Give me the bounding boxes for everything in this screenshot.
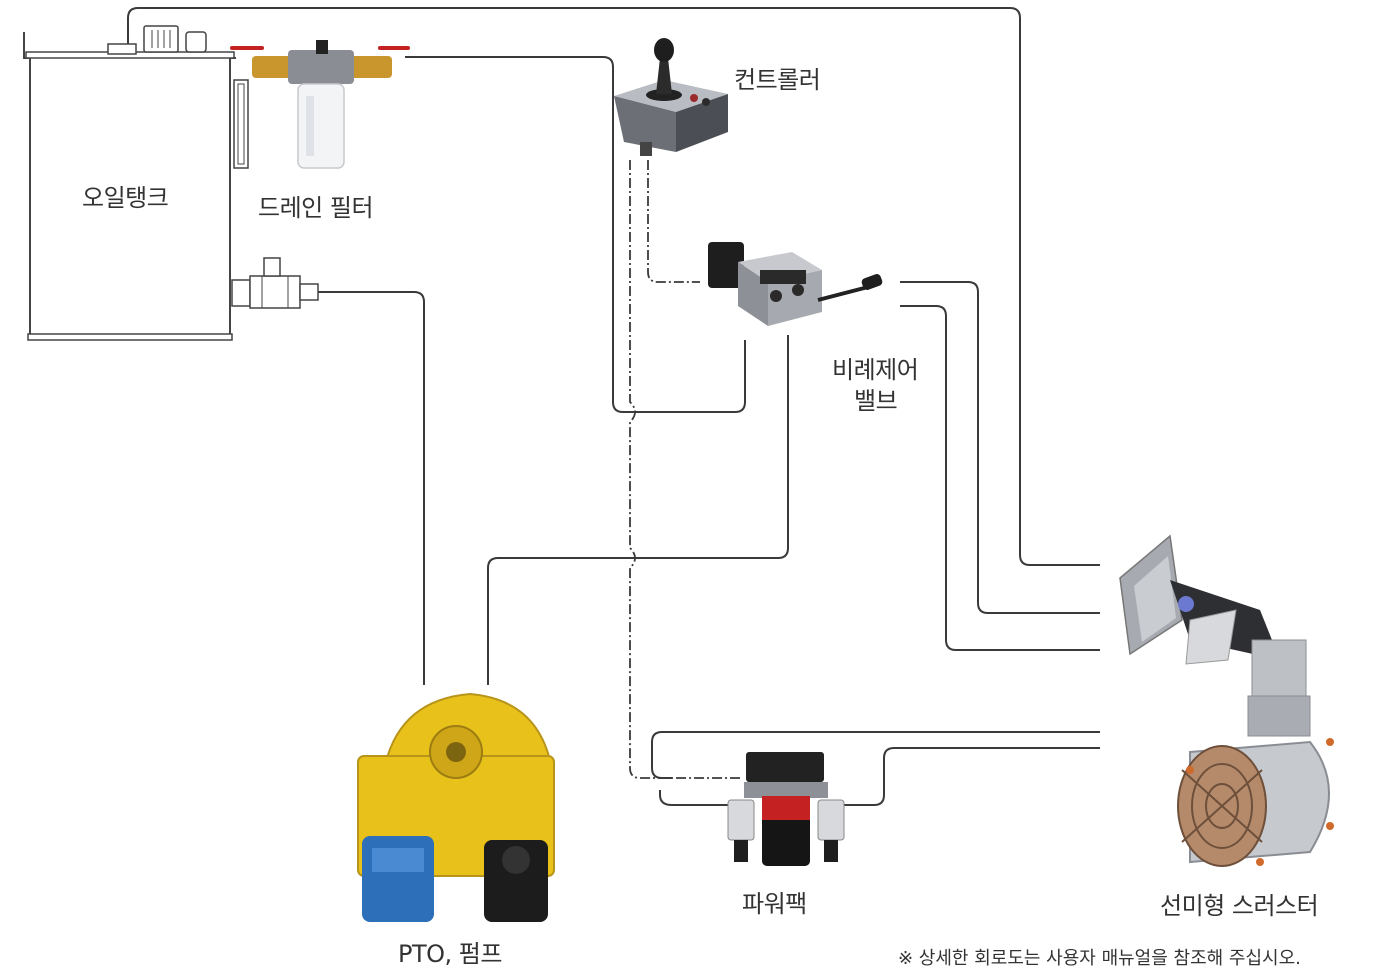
signal-controller-to-valve bbox=[647, 160, 700, 283]
proportional-valve bbox=[708, 242, 883, 326]
line-valve-to-thruster-a bbox=[900, 281, 1100, 614]
proportional-valve-label-line2: 밸브 bbox=[854, 387, 898, 415]
power-pack bbox=[727, 752, 845, 866]
drain-filter bbox=[230, 40, 410, 169]
line-tank-to-pump bbox=[318, 291, 425, 685]
signal-controller-to-powerpack bbox=[629, 160, 740, 779]
oil-tank-label: 오일탱크 bbox=[82, 184, 169, 212]
manual-footnote: ※ 상세한 회로도는 사용자 매뉴얼을 참조해 주십시오. bbox=[898, 948, 1301, 969]
line-pump-to-valve bbox=[487, 335, 789, 685]
line-valve-to-thruster-b bbox=[900, 305, 1100, 651]
line-filter-to-valve bbox=[405, 56, 746, 413]
signal-lines bbox=[629, 160, 740, 779]
line-tank-to-thruster-top bbox=[127, 7, 1100, 566]
stern-thruster bbox=[1119, 534, 1334, 867]
hydraulic-lines bbox=[127, 7, 1100, 806]
drain-filter-label: 드레인 필터 bbox=[258, 194, 374, 222]
proportional-valve-label-line1: 비례제어 bbox=[832, 356, 919, 384]
controller-label: 컨트롤러 bbox=[734, 66, 821, 94]
power-pack-label: 파워팩 bbox=[742, 890, 807, 918]
line-powerpack-to-thruster-a bbox=[651, 731, 1100, 779]
oil-tank bbox=[23, 25, 319, 341]
pto-pump-label: PTO, 펌프 bbox=[398, 940, 502, 968]
line-powerpack-to-thruster-b bbox=[659, 790, 740, 806]
pto-pump bbox=[357, 692, 555, 922]
controller-joystick bbox=[614, 38, 728, 156]
thruster-label: 선미형 스러스터 bbox=[1160, 892, 1319, 920]
line-powerpack-return bbox=[838, 747, 1100, 806]
